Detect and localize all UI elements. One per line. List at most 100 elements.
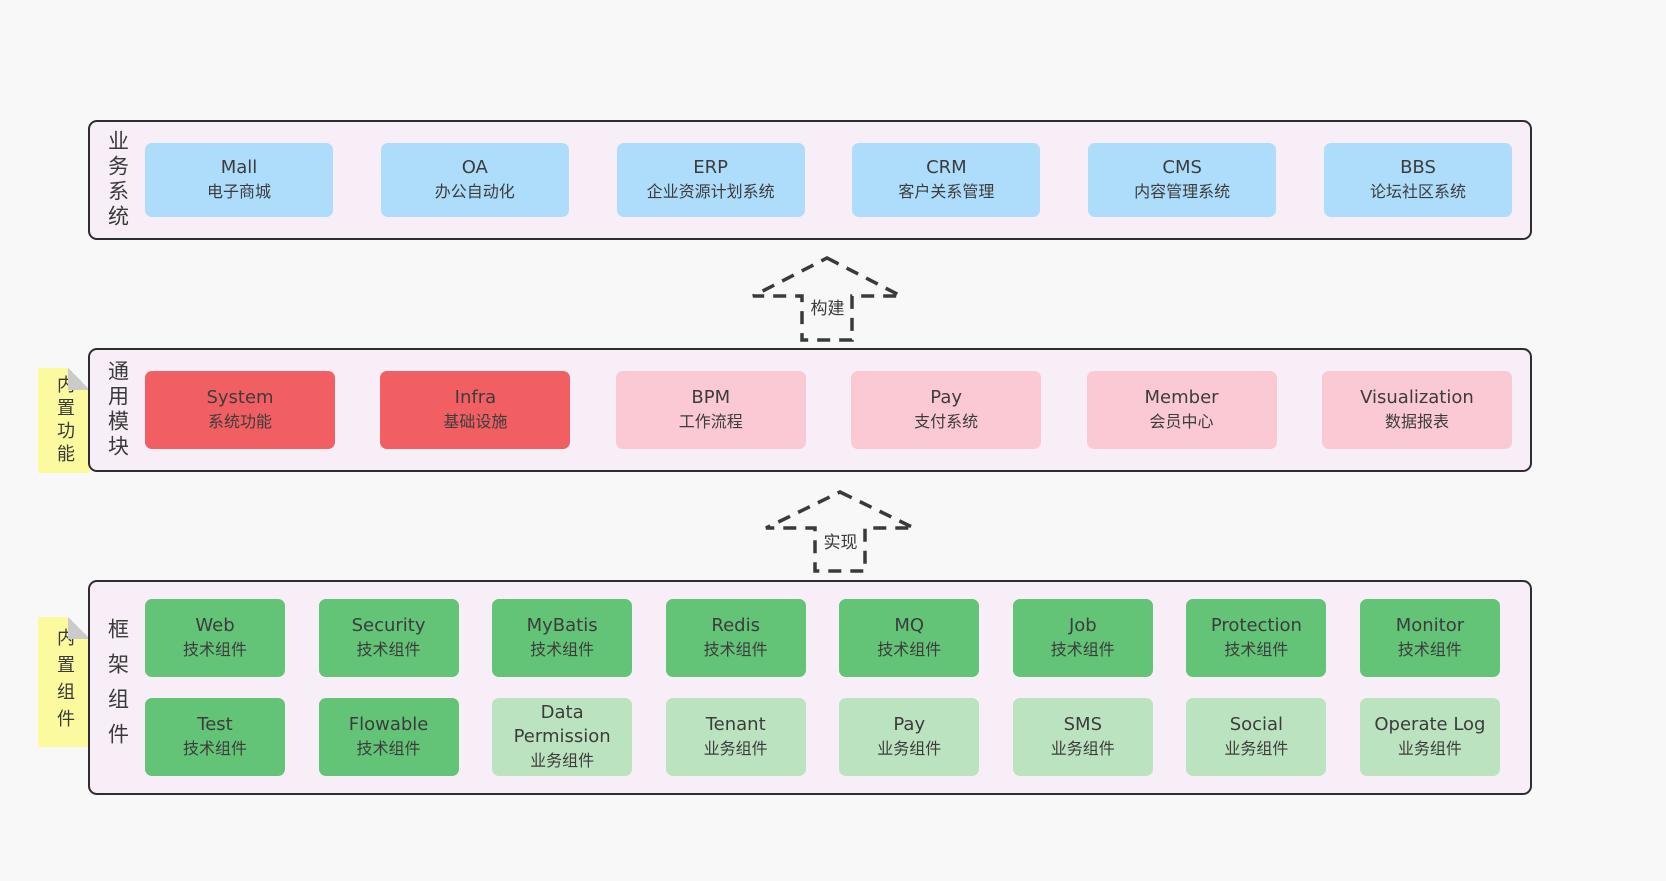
folded-corner-icon [68,617,90,639]
box-system: System 系统功能 [145,371,335,449]
box-title: Tenant [705,714,766,735]
box-row: Mall 电子商城 OA 办公自动化 ERP 企业资源计划系统 CRM 客户关系管理 CMS 内容… [145,143,1512,217]
layer-label: 通用模块 [105,360,130,460]
box-subtitle: 支付系统 [914,412,979,431]
box-title: ERP [693,157,728,178]
box-subtitle: 业务组件 [703,739,768,758]
dashed-up-arrow-build: 构建 [745,252,910,344]
box-subtitle: 论坛社区系统 [1369,182,1466,201]
box-subtitle: 技术组件 [356,640,421,659]
arrow-up-icon [752,256,902,342]
box-security: Security 技术组件 [318,599,459,677]
box-subtitle: 办公自动化 [434,182,515,201]
box-monitor: Monitor 技术组件 [1359,599,1500,677]
layer-business-systems: 业务系统 Mall 电子商城 OA 办公自动化 ERP 企业资源计划系统 CRM 客户关系管理… [88,120,1532,240]
box-subtitle: 技术组件 [530,640,595,659]
box-title: System [206,387,274,408]
box-subtitle: 业务组件 [1397,739,1462,758]
box-subtitle: 基础设施 [443,412,508,431]
box-oa: OA 办公自动化 [380,143,569,217]
box-subtitle: 技术组件 [182,739,247,758]
box-subtitle: 数据报表 [1384,412,1449,431]
box-subtitle: 技术组件 [1050,640,1115,659]
box-pay: Pay 业务组件 [839,698,980,776]
layer-label-wrap: 业务系统 [90,122,145,238]
box-mall: Mall 电子商城 [145,143,333,217]
box-subtitle: 技术组件 [877,640,942,659]
box-mq: MQ 技术组件 [839,599,980,677]
arrow-label: 构建 [805,294,850,319]
box-subtitle: 客户关系管理 [898,182,995,201]
box-subtitle: 工作流程 [678,412,743,431]
box-cms: CMS 内容管理系统 [1088,143,1277,217]
box-infra: Infra 基础设施 [380,371,571,449]
box-title: Visualization [1360,387,1474,408]
box-title: Web [195,615,235,636]
sticky-note-label: 内置功能 [54,374,75,467]
box-title: Flowable [348,714,429,735]
box-redis: Redis 技术组件 [665,599,806,677]
box-title: BPM [691,387,731,408]
box-title: Pay [893,714,926,735]
box-subtitle: 企业资源计划系统 [646,182,775,201]
box-subtitle: 技术组件 [1397,640,1462,659]
arrow-up-icon [765,490,915,573]
box-erp: ERP 企业资源计划系统 [616,143,805,217]
box-title: Infra [454,387,497,408]
box-title: CMS [1162,157,1202,178]
box-title: OA [461,157,488,178]
layer-label-wrap: 框架组件 [90,582,145,793]
box-title: MyBatis [526,615,598,636]
sticky-note-label: 内置组件 [54,628,75,736]
box-title: CRM [926,157,967,178]
box-subtitle: 技术组件 [703,640,768,659]
box-subtitle: 业务组件 [530,751,595,770]
box-title: Operate Log [1374,714,1486,735]
box-title: Member [1144,387,1219,408]
box-title: SMS [1063,714,1102,735]
box-subtitle: 业务组件 [1050,739,1115,758]
dashed-up-arrow-implement: 实现 [758,486,923,574]
box-subtitle: 系统功能 [207,412,272,431]
box-title: Redis [711,615,760,636]
layer-boxes: Mall 电子商城 OA 办公自动化 ERP 企业资源计划系统 CRM 客户关系管理 CMS 内容… [145,122,1512,238]
box-title: Job [1068,615,1097,636]
box-subtitle: 会员中心 [1149,412,1214,431]
box-data-permission: Data Permission 业务组件 [492,698,633,776]
box-visualization: Visualization 数据报表 [1321,371,1512,449]
sticky-note-builtin-features: 内置功能 [38,368,90,473]
box-title: MQ [894,615,925,636]
box-operate-log: Operate Log 业务组件 [1359,698,1500,776]
box-subtitle: 技术组件 [1224,640,1289,659]
box-title: Security [351,615,426,636]
box-subtitle: 技术组件 [182,640,247,659]
box-bpm: BPM 工作流程 [615,371,806,449]
layer-label-wrap: 通用模块 [90,350,145,470]
folded-corner-icon [68,368,90,390]
box-crm: CRM 客户关系管理 [852,143,1041,217]
arrow-label: 实现 [818,528,863,553]
box-title: Mall [220,157,258,178]
box-member: Member 会员中心 [1086,371,1277,449]
box-subtitle: 业务组件 [877,739,942,758]
box-mybatis: MyBatis 技术组件 [492,599,633,677]
box-subtitle: 内容管理系统 [1134,182,1231,201]
box-title: Data Permission [513,702,611,747]
box-job: Job 技术组件 [1012,599,1153,677]
sticky-note-builtin-components: 内置组件 [38,617,90,747]
box-sms: SMS 业务组件 [1012,698,1153,776]
box-protection: Protection 技术组件 [1186,599,1327,677]
box-subtitle: 电子商城 [206,182,271,201]
box-title: Protection [1210,615,1302,636]
box-title: Monitor [1395,615,1465,636]
